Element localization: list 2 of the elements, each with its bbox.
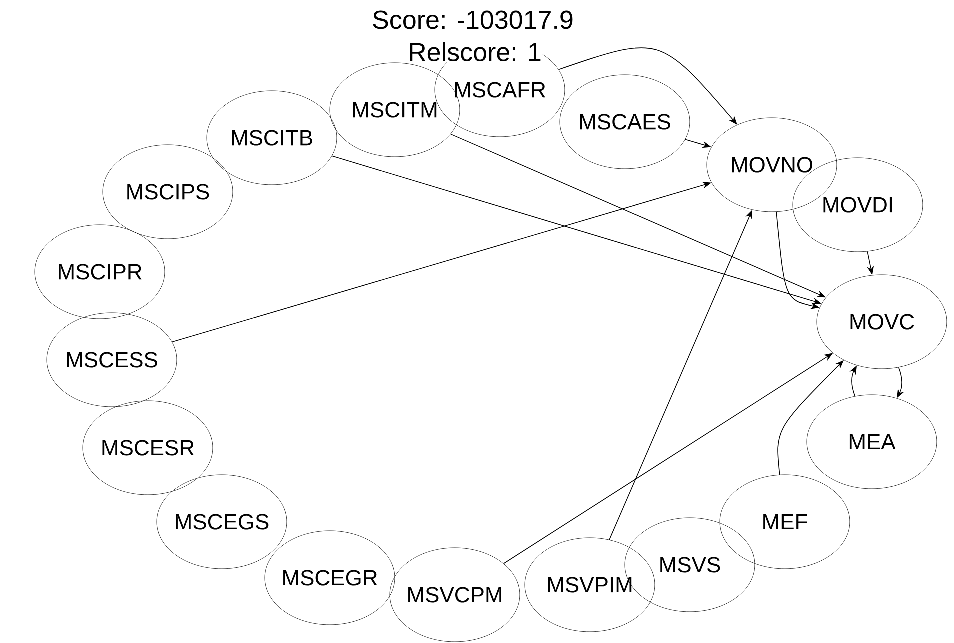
title: Score: -103017.9 (373, 10, 573, 30)
score-label: Relscore: 1 (407, 41, 543, 63)
